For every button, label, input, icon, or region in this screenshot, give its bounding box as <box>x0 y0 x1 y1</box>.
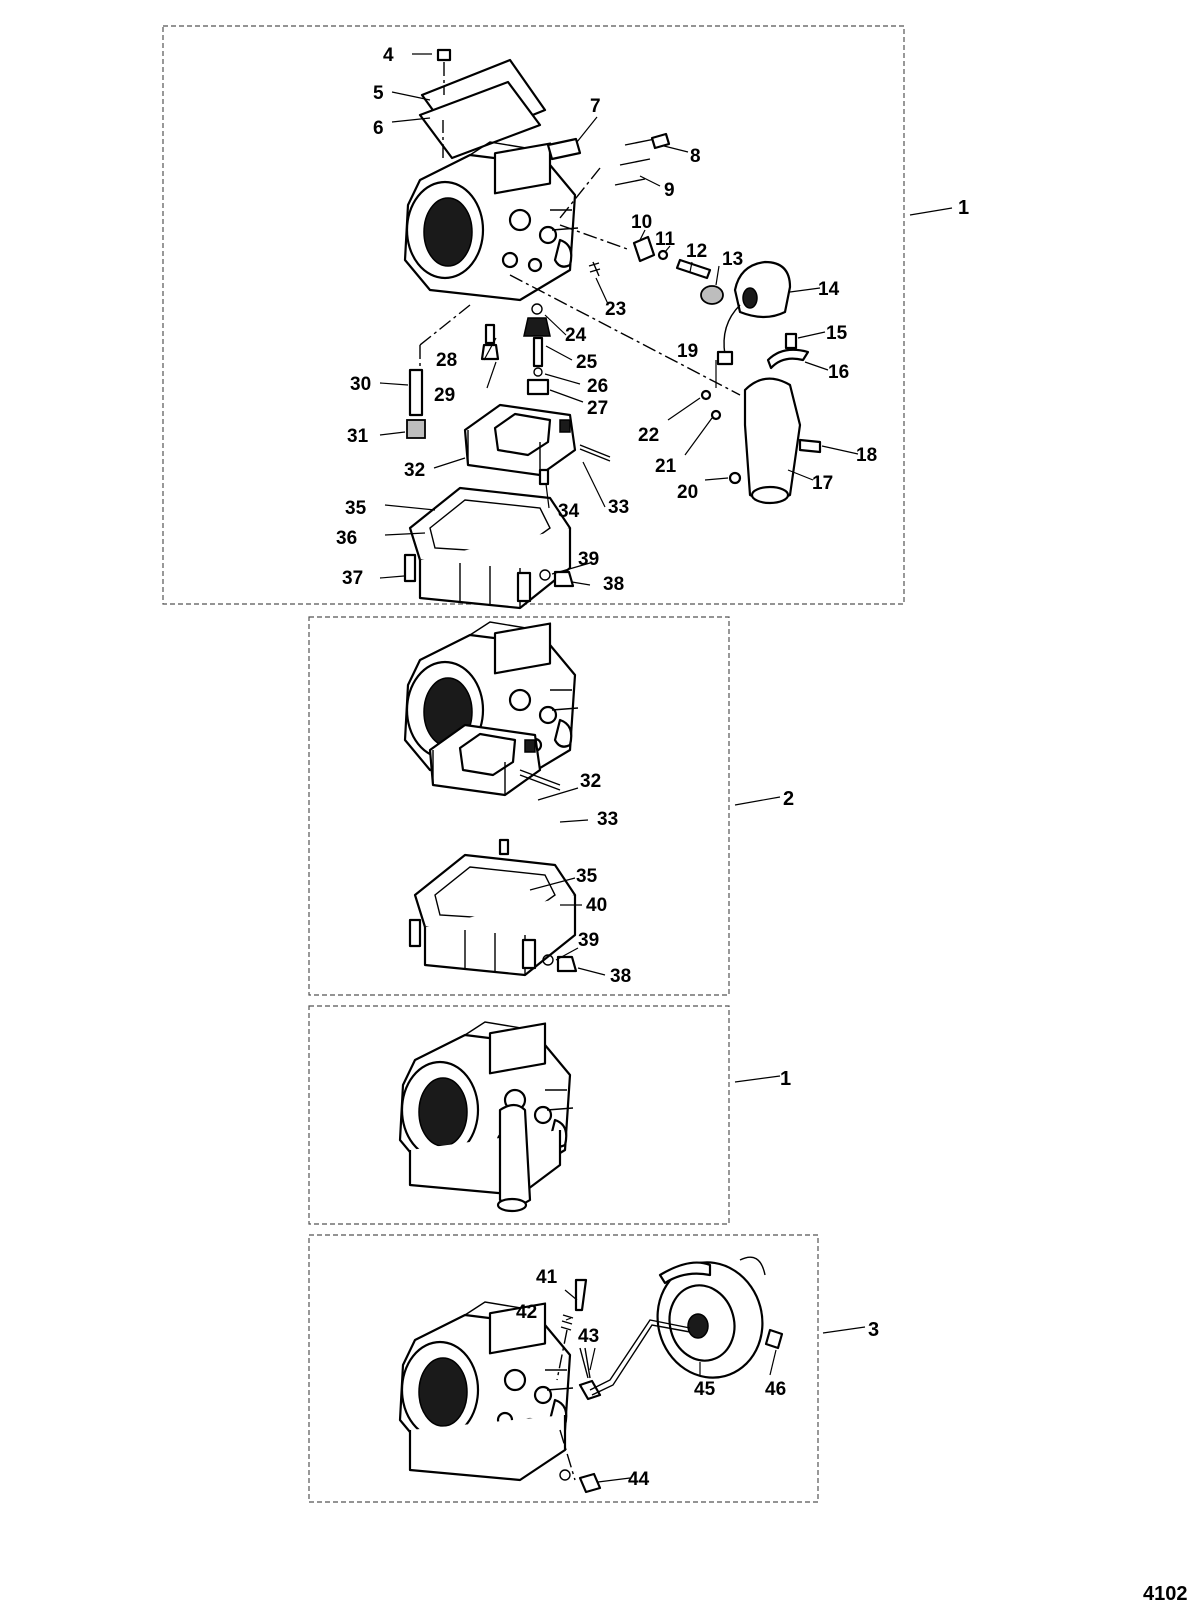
callout-25: 25 <box>576 352 598 373</box>
float-bowl <box>413 853 577 977</box>
callout-32: 32 <box>404 460 425 481</box>
panel-carburetor-complete: 1 <box>308 1005 791 1225</box>
figure-number: 4102 <box>1143 1583 1188 1605</box>
callout-36: 36 <box>336 528 357 549</box>
callout-10: 10 <box>631 212 652 233</box>
panel-choke-assembly: 41 42 43 44 45 46 3 <box>308 1234 879 1503</box>
callout-18: 18 <box>856 445 877 466</box>
callout-33: 33 <box>608 497 629 518</box>
callout-29: 29 <box>434 385 455 406</box>
callout-44: 44 <box>628 1469 650 1490</box>
callout-14: 14 <box>818 279 840 300</box>
panel-border <box>162 25 905 605</box>
callout-30: 30 <box>350 374 371 395</box>
callout-7: 7 <box>590 96 601 117</box>
callout-35: 35 <box>345 498 367 519</box>
float-bowl <box>408 486 572 610</box>
callout-26: 26 <box>587 376 608 397</box>
carburetor-body <box>403 140 580 302</box>
part-17 <box>743 377 802 502</box>
screw-7 <box>546 137 582 161</box>
callout-22: 22 <box>638 425 659 446</box>
part-17 <box>498 1103 532 1207</box>
callout-40: 40 <box>586 895 607 916</box>
callout-19: 19 <box>677 341 698 362</box>
panel-float-bowl-assembly: 32 33 35 40 39 38 2 <box>308 616 794 996</box>
panel-exploded: 4 5 6 7 8 9 10 11 12 13 14 15 16 17 18 1… <box>162 25 969 610</box>
callout-21: 21 <box>655 456 677 477</box>
callout-38: 38 <box>610 966 631 987</box>
callout-11: 11 <box>655 229 676 250</box>
callout-32: 32 <box>580 771 601 792</box>
callout-39: 39 <box>578 930 599 951</box>
screw-4 <box>436 48 452 62</box>
callout-37: 37 <box>342 568 363 589</box>
callout-39: 39 <box>578 549 599 570</box>
float <box>463 403 577 477</box>
panel-border <box>308 616 730 996</box>
callout-8: 8 <box>690 146 701 167</box>
callout-38: 38 <box>603 574 624 595</box>
callout-27: 27 <box>587 398 608 419</box>
choke-body <box>733 260 792 319</box>
callout-24: 24 <box>565 325 587 346</box>
callout-34: 34 <box>558 501 580 522</box>
cover-gasket <box>418 80 542 160</box>
callout-42: 42 <box>516 1302 537 1323</box>
callout-5: 5 <box>373 83 384 104</box>
callout-23: 23 <box>605 299 626 320</box>
callout-41: 41 <box>536 1267 558 1288</box>
callout-28: 28 <box>436 350 457 371</box>
callout-13: 13 <box>722 249 743 270</box>
ref-label-3: 3 <box>868 1319 879 1341</box>
panel-border <box>308 1005 730 1225</box>
callout-9: 9 <box>664 180 675 201</box>
callout-33: 33 <box>597 809 618 830</box>
callout-15: 15 <box>826 323 848 344</box>
callout-20: 20 <box>677 482 698 503</box>
callout-31: 31 <box>347 426 369 447</box>
ref-label-1: 1 <box>780 1068 791 1090</box>
callout-16: 16 <box>828 362 849 383</box>
panel-border <box>308 1234 819 1503</box>
callout-43: 43 <box>578 1326 599 1347</box>
callout-6: 6 <box>373 118 384 139</box>
callout-17: 17 <box>812 473 833 494</box>
callout-12: 12 <box>686 241 707 262</box>
ref-label-1: 1 <box>958 197 969 219</box>
callout-45: 45 <box>694 1379 716 1400</box>
callout-35: 35 <box>576 866 598 887</box>
callout-46: 46 <box>765 1379 786 1400</box>
callout-4: 4 <box>383 45 394 66</box>
ref-label-2: 2 <box>783 788 794 810</box>
